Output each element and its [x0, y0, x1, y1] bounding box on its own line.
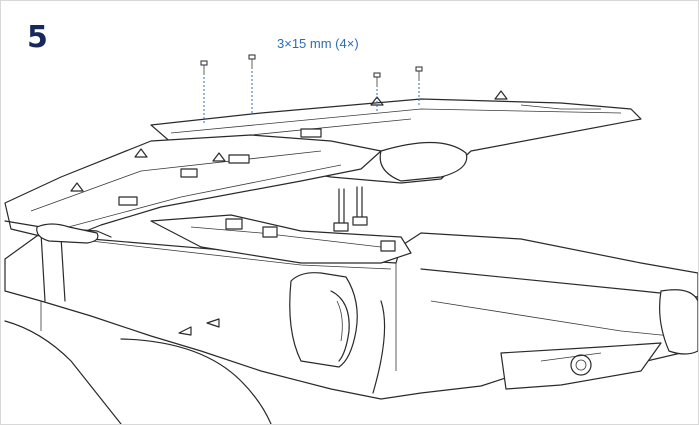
wing: [4, 90, 642, 244]
screw-1: [200, 60, 208, 123]
screw-3: [373, 72, 381, 111]
center-bay: [150, 186, 412, 264]
screw-spec-label: 3×15 mm (4×): [277, 36, 359, 51]
fuselage: [4, 232, 698, 424]
step-number: 5: [27, 20, 48, 55]
screw-2: [248, 54, 256, 115]
screw-4: [415, 66, 423, 105]
